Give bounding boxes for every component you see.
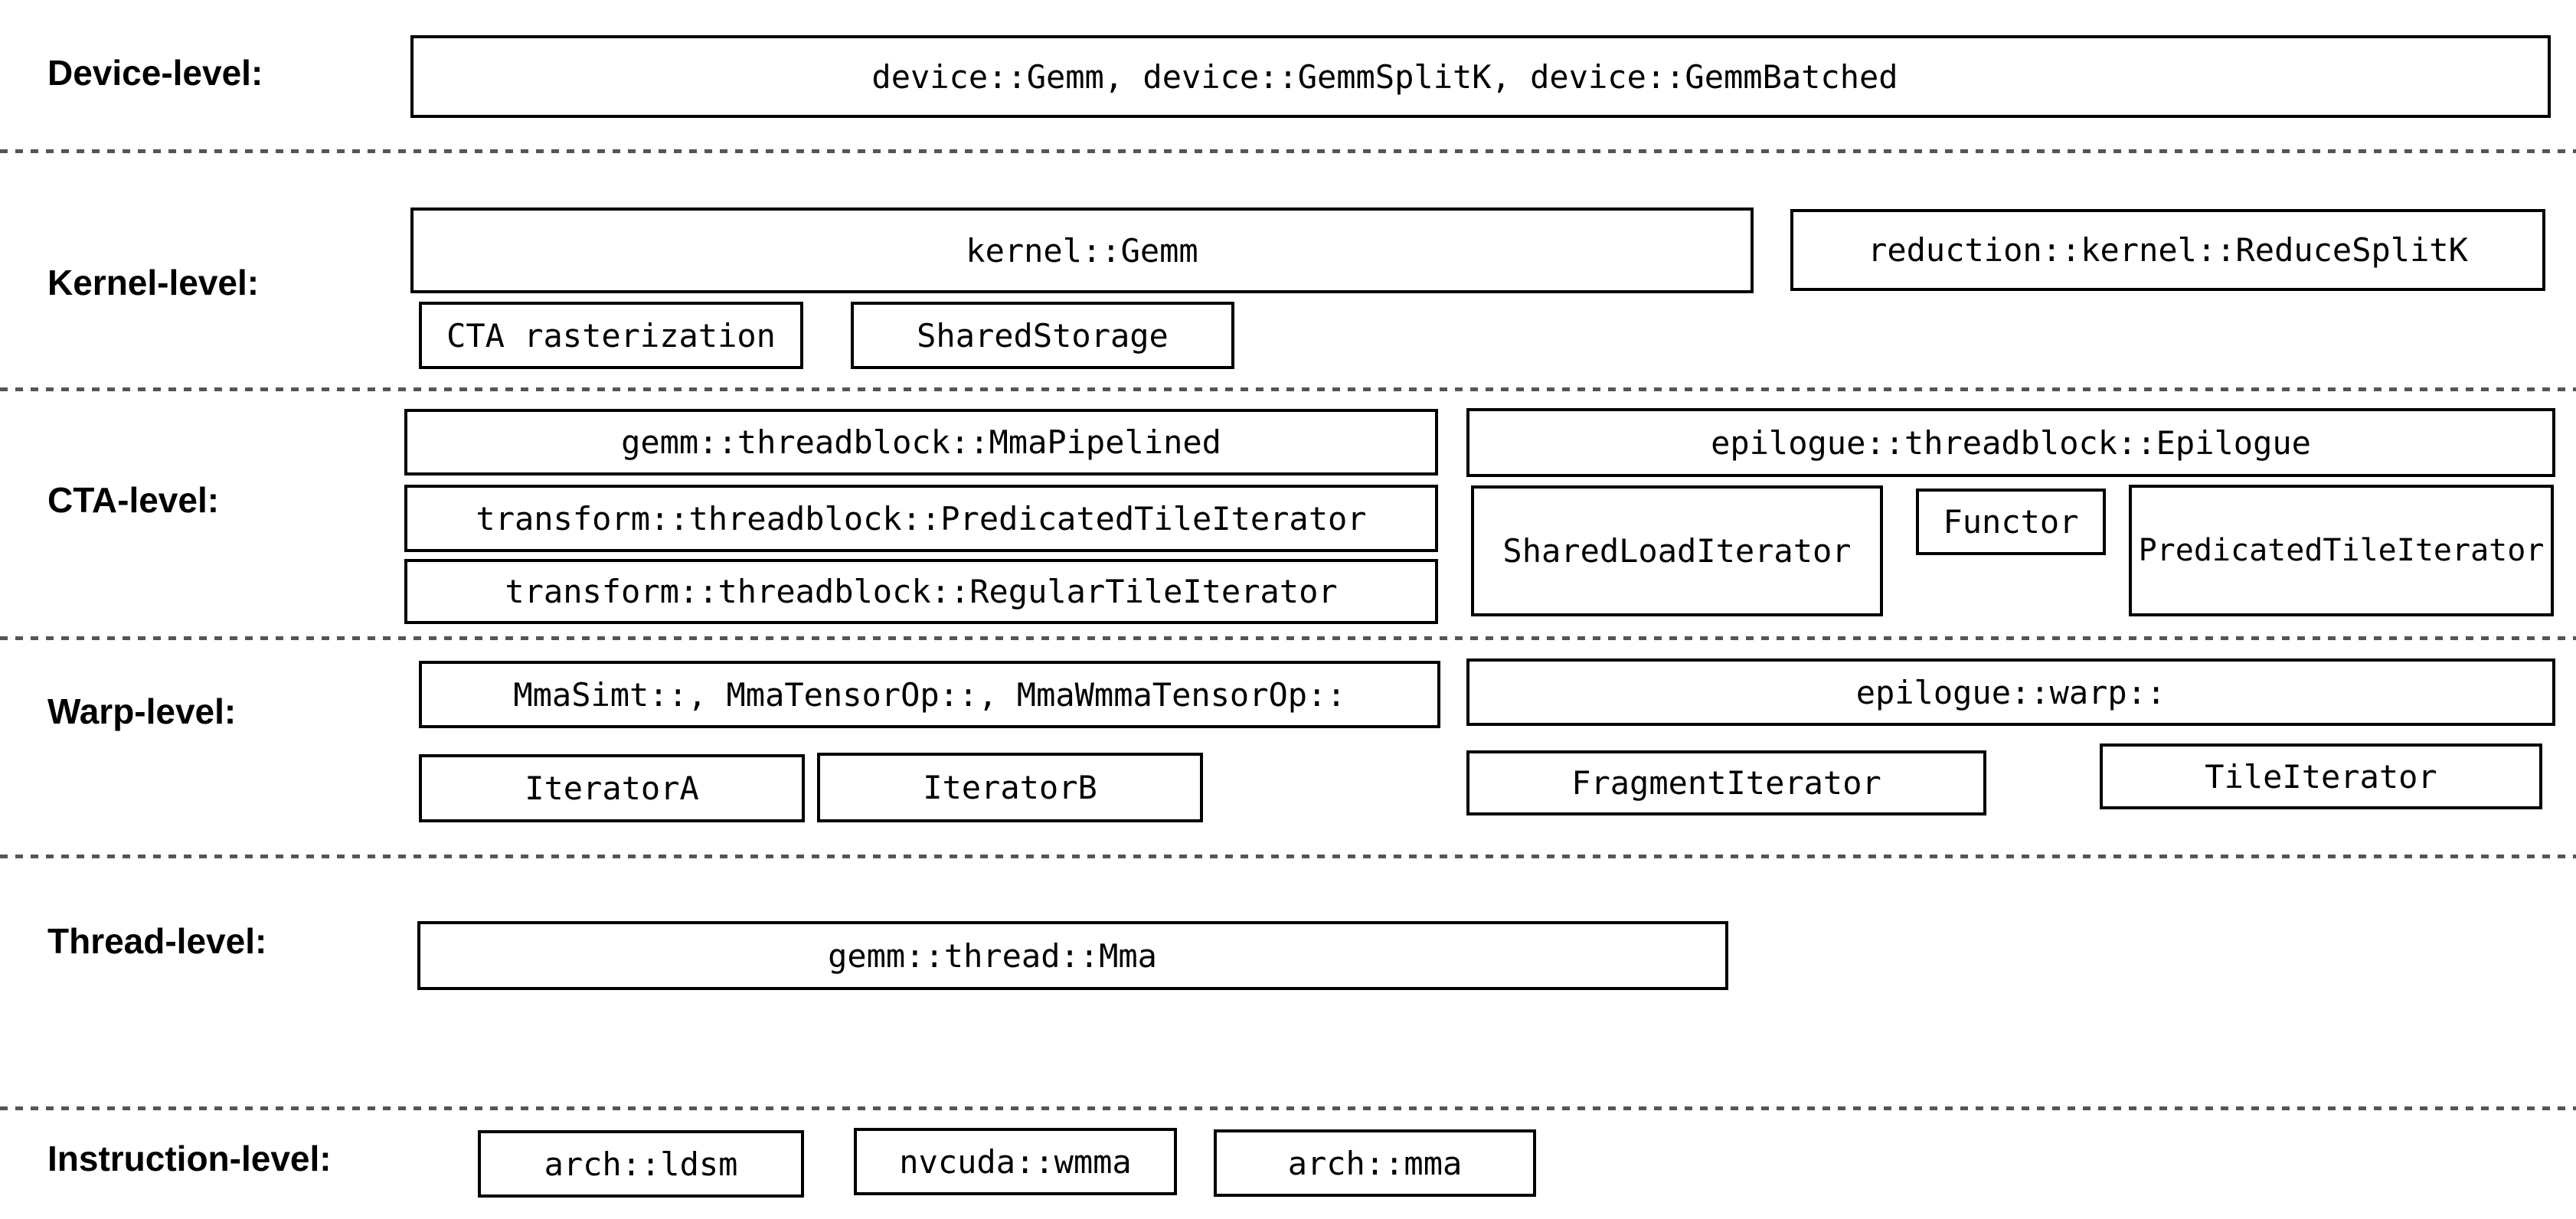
epilogue-warp-text: epilogue::warp::	[1855, 673, 2166, 711]
reduce-splitk-box: reduction::kernel::ReduceSplitK	[1790, 209, 2545, 291]
shared-load-iterator-box: SharedLoadIterator	[1471, 485, 1883, 616]
iterator-b-text: IteratorB	[923, 769, 1097, 806]
transform-predicated-tile-iterator-text: transform::threadblock::PredicatedTileIt…	[476, 499, 1367, 538]
transform-regular-tile-iterator-text: transform::threadblock::RegularTileItera…	[505, 573, 1338, 610]
arch-ldsm-text: arch::ldsm	[544, 1145, 738, 1183]
warp-mma-box: MmaSimt::, MmaTensorOp::, MmaWmmaTensorO…	[419, 661, 1440, 728]
mma-pipelined-text: gemm::threadblock::MmaPipelined	[621, 423, 1221, 461]
shared-load-iterator-text: SharedLoadIterator	[1502, 532, 1852, 570]
predicated-tile-iterator-box: PredicatedTileIterator	[2129, 485, 2554, 616]
reduce-splitk-text: reduction::kernel::ReduceSplitK	[1868, 231, 2468, 269]
mma-pipelined-box: gemm::threadblock::MmaPipelined	[404, 409, 1438, 476]
dashed-separator	[0, 855, 2576, 858]
iterator-a-box: IteratorA	[419, 754, 805, 822]
cta-rasterization-text: CTA rasterization	[446, 316, 776, 355]
warp-level-label: Warp-level:	[47, 691, 237, 731]
thread-level-label: Thread-level:	[47, 921, 267, 961]
cta-rasterization-box: CTA rasterization	[419, 302, 803, 369]
device-level-label: Device-level:	[47, 53, 263, 93]
instruction-level-label: Instruction-level:	[47, 1139, 332, 1178]
dashed-separator	[0, 387, 2576, 391]
shared-storage-box: SharedStorage	[851, 302, 1234, 369]
dashed-separator	[0, 636, 2576, 640]
iterator-b-box: IteratorB	[817, 753, 1203, 822]
arch-mma-box: arch::mma	[1214, 1129, 1536, 1197]
gemm-thread-mma-box: gemm::thread::Mma	[417, 921, 1728, 990]
iterator-a-text: IteratorA	[525, 770, 699, 807]
kernel-level-label: Kernel-level:	[47, 263, 260, 302]
kernel-gemm-text: kernel::Gemm	[966, 231, 1198, 270]
epilogue-threadblock-box: epilogue::threadblock::Epilogue	[1466, 408, 2555, 477]
functor-box: Functor	[1916, 489, 2106, 555]
cta-level-label: CTA-level:	[47, 480, 220, 520]
tile-iterator-box: TileIterator	[2100, 743, 2542, 809]
shared-storage-text: SharedStorage	[917, 316, 1169, 355]
arch-ldsm-box: arch::ldsm	[478, 1130, 804, 1198]
dashed-separator	[0, 1106, 2576, 1110]
transform-predicated-tile-iterator-box: transform::threadblock::PredicatedTileIt…	[404, 485, 1438, 552]
gemm-thread-mma-text: gemm::thread::Mma	[828, 936, 1157, 975]
fragment-iterator-text: FragmentIterator	[1571, 764, 1881, 802]
functor-text: Functor	[1943, 503, 2079, 541]
kernel-gemm-box: kernel::Gemm	[410, 208, 1754, 293]
fragment-iterator-box: FragmentIterator	[1466, 750, 1986, 815]
predicated-tile-iterator-text: PredicatedTileIterator	[2138, 533, 2545, 568]
epilogue-warp-box: epilogue::warp::	[1466, 659, 2555, 726]
nvcuda-wmma-text: nvcuda::wmma	[899, 1142, 1132, 1181]
device-gemm-text: device::Gemm, device::GemmSplitK, device…	[871, 57, 1898, 96]
device-gemm-box: device::Gemm, device::GemmSplitK, device…	[410, 35, 2551, 118]
dashed-separator	[0, 149, 2576, 153]
tile-iterator-text: TileIterator	[2205, 757, 2437, 796]
arch-mma-text: arch::mma	[1287, 1144, 1463, 1182]
warp-mma-text: MmaSimt::, MmaTensorOp::, MmaWmmaTensorO…	[513, 675, 1346, 714]
epilogue-threadblock-text: epilogue::threadblock::Epilogue	[1711, 423, 2311, 462]
nvcuda-wmma-box: nvcuda::wmma	[854, 1128, 1177, 1195]
transform-regular-tile-iterator-box: transform::threadblock::RegularTileItera…	[404, 559, 1438, 624]
